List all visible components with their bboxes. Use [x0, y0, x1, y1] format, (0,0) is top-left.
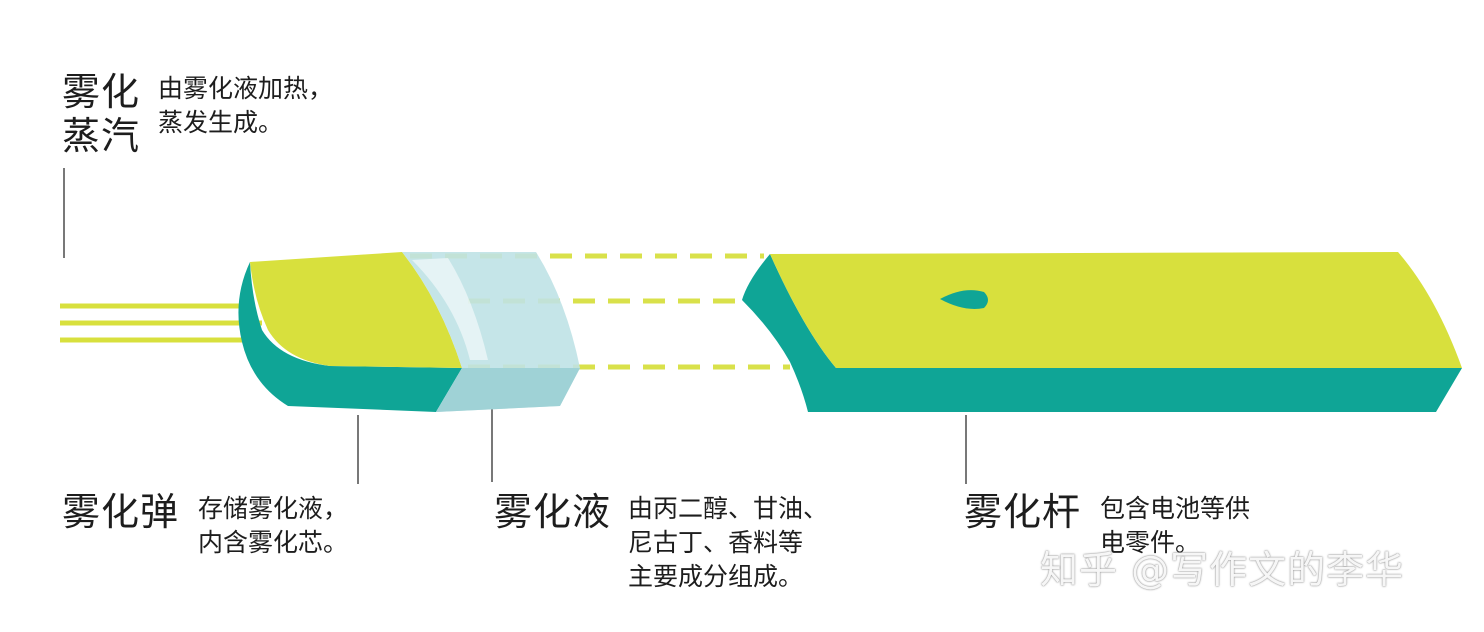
liquid-shape	[402, 252, 580, 412]
cartridge-lime-top	[250, 252, 462, 368]
liquid-desc-line3: 主要成分组成。	[628, 562, 804, 591]
vapor-desc-line1: 由雾化液加热，	[158, 74, 334, 103]
rod-title: 雾化杆	[964, 490, 1082, 534]
indicator-light-icon	[940, 290, 988, 309]
liquid-title: 雾化液	[494, 490, 612, 534]
vapor-desc-line2: 蒸发生成。	[158, 108, 284, 137]
cartridge-title: 雾化弹	[62, 490, 180, 534]
cartridge-shape	[238, 252, 462, 412]
liquid-highlight	[412, 258, 488, 360]
rod-desc-line2: 电零件。	[1100, 528, 1201, 557]
liquid-desc-line1: 由丙二醇、甘油、	[628, 494, 829, 523]
rod-shape	[742, 252, 1462, 412]
rod-teal-face	[742, 254, 1462, 412]
cartridge-teal-face	[238, 262, 462, 412]
liquid-desc-line2: 尼古丁、香料等	[628, 528, 804, 557]
rod-lime-top	[770, 252, 1462, 368]
cartridge-desc-line2: 内含雾化芯。	[198, 528, 349, 557]
cartridge-desc-line1: 存储雾化液，	[198, 494, 349, 523]
vapor-title-line1: 雾化	[62, 70, 141, 114]
liquid-bottom	[436, 368, 580, 412]
watermark-text: 知乎 @写作文的李华	[1040, 548, 1405, 592]
vapor-title-line2: 蒸汽	[62, 114, 141, 158]
vapor-strands	[60, 303, 262, 343]
rod-desc-line1: 包含电池等供	[1100, 494, 1251, 523]
